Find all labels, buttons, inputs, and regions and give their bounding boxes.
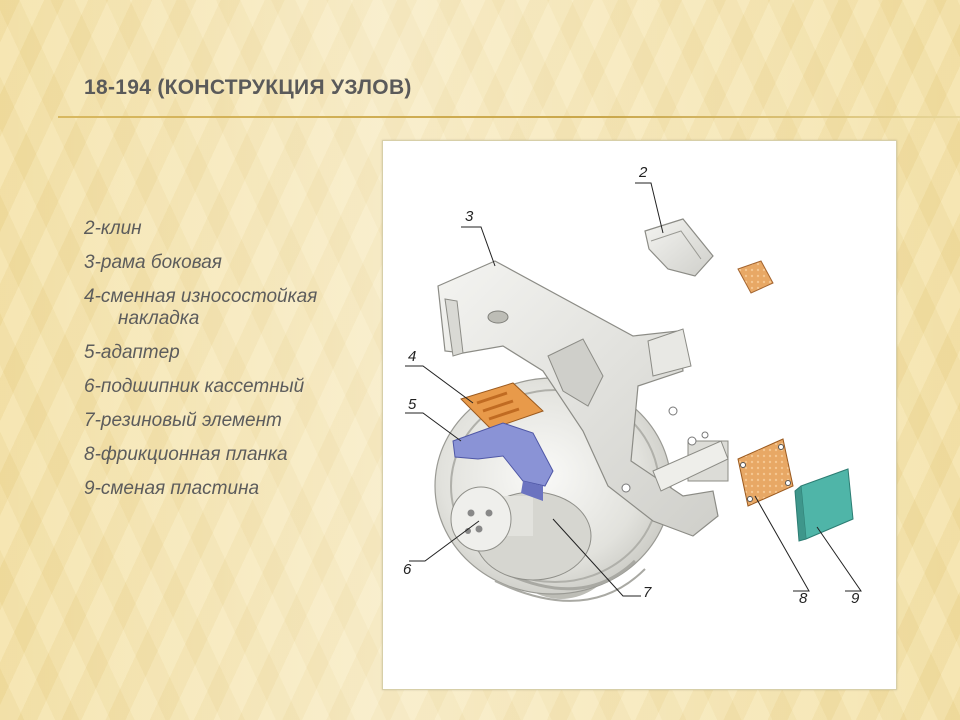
small-wear-plate (737, 260, 774, 294)
legend-item-adapter: 5-адаптер (84, 342, 180, 363)
callout-9: 9 (851, 590, 860, 607)
callout-2: 2 (638, 164, 648, 181)
legend-item-wedge: 2-клин (84, 218, 142, 239)
side-frame (437, 260, 729, 537)
legend-item-replace-plate: 9-сменая пластина (84, 478, 260, 499)
replace-plate (794, 468, 854, 542)
assembly-illustration: 2 3 4 5 6 7 8 9 (403, 164, 862, 607)
adapter (452, 422, 554, 501)
leader-lines (405, 182, 862, 597)
slide-title: 18-194 (КОНСТРУКЦИЯ УЗЛОВ) (84, 76, 412, 99)
legend-item-wear-pad: 4-сменная износостойкая накладка (84, 286, 318, 329)
legend-item-side-frame: 3-рама боковая (84, 252, 222, 273)
callout-8: 8 (799, 590, 808, 607)
title-underline (58, 116, 960, 118)
assembly-diagram: 2 3 4 5 6 7 8 9 (382, 140, 897, 690)
callout-7: 7 (643, 584, 652, 601)
wear-pad (460, 382, 544, 430)
legend-item-rubber-element: 7-резиновый элемент (84, 410, 282, 431)
cassette-bearing-hub (450, 486, 592, 581)
wedge (644, 218, 714, 277)
friction-plate (737, 438, 794, 507)
callout-6: 6 (403, 561, 412, 578)
parts-legend: 2-клин 3-рама боковая 4-сменная износост… (84, 218, 384, 512)
callout-4: 4 (408, 348, 416, 365)
callout-3: 3 (465, 208, 474, 225)
legend-item-cassette-bearing: 6-подшипник кассетный (84, 376, 305, 397)
callout-5: 5 (408, 396, 417, 413)
legend-item-friction-plate: 8-фрикционная планка (84, 444, 288, 465)
